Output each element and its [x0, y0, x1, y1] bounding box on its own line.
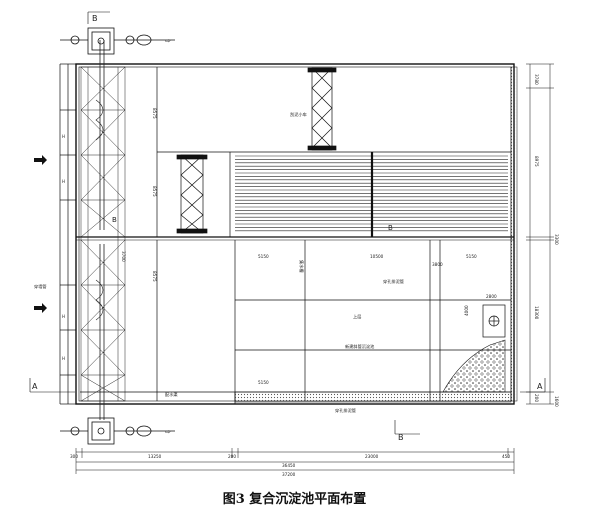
top-scraper — [307, 67, 337, 151]
dim-5150-left: 5150 — [258, 254, 269, 259]
dim-bot-300: 300 — [70, 454, 78, 459]
inlet-structure-bottom: ⇨ — [60, 417, 175, 445]
dim-2800: 2800 — [486, 294, 497, 299]
dim-4000: 4000 — [464, 305, 469, 316]
sludge-mound — [442, 339, 506, 393]
bottom-dims — [75, 448, 515, 474]
dim-bot-200: 200 — [228, 454, 236, 459]
marker-b-bottom: B — [398, 433, 404, 442]
svg-text:H: H — [62, 134, 65, 139]
label-bottom: 穿孔排泥管 — [335, 407, 356, 414]
dim-right-18300: 18300 — [534, 306, 539, 320]
section-lines — [29, 11, 546, 435]
dim-right-1600: 1600 — [554, 396, 559, 407]
label-scraper-top: 刮泥小车 — [290, 111, 307, 118]
label-mix-tank: 新建斜管沉淀池 — [345, 343, 375, 350]
top-chamber — [156, 67, 511, 237]
label-left-pipe: 穿墙管 — [34, 283, 47, 290]
marker-b-mid-right: B — [388, 224, 393, 232]
svg-text:⇨: ⇨ — [165, 428, 171, 436]
dim-bot-13250: 13250 — [148, 454, 162, 459]
figure-caption: 图3 复合沉淀池平面布置 — [222, 492, 367, 507]
svg-text:H: H — [62, 179, 65, 184]
svg-text:⇨: ⇨ — [165, 37, 171, 45]
dim-bot-450: 450 — [502, 454, 510, 459]
dim-bot-37200: 37200 — [282, 472, 296, 477]
svg-text:H: H — [62, 314, 65, 319]
label-water: 上层 — [353, 313, 361, 320]
dim-right-200: 200 — [534, 394, 539, 402]
dim-3700: 3700 — [121, 251, 126, 262]
dim-10500: 10500 — [370, 254, 384, 259]
dim-8575-a: 8575 — [152, 108, 157, 119]
dim-bot-36450: 36450 — [282, 463, 296, 468]
dim-8575-b: 8575 — [152, 186, 157, 197]
marker-a-left: A — [32, 382, 38, 391]
dim-right-8975: 8975 — [534, 156, 539, 167]
dim-right-3780: 3780 — [534, 74, 539, 85]
dim-5150-right: 5150 — [466, 254, 477, 259]
inlet-structure-top: ⇨ — [60, 27, 175, 55]
dim-3800: 3800 — [432, 262, 443, 267]
dim-5150-bot: 5150 — [258, 380, 269, 385]
right-wall-hatch — [510, 66, 518, 402]
label-bottom-channel: 配水渠 — [165, 391, 178, 398]
svg-text:H: H — [62, 356, 65, 361]
marker-b-top: B — [92, 14, 98, 23]
pump-module — [482, 304, 506, 338]
right-dims — [526, 63, 554, 405]
marker-b-mid-left: B — [112, 216, 117, 224]
dim-right-3300: 3300 — [554, 234, 559, 245]
marker-a-right: A — [537, 382, 543, 391]
dim-bot-23000: 23000 — [365, 454, 379, 459]
label-collect-trough: 集水槽 — [298, 260, 305, 273]
inflow-arrows — [34, 155, 47, 313]
bottom-chamber — [80, 240, 511, 404]
mid-scraper — [176, 154, 208, 234]
dim-8575-c: 8575 — [152, 271, 157, 282]
label-sludge-pipe: 穿孔排泥管 — [383, 278, 404, 285]
left-bays — [59, 63, 76, 405]
bottom-channel — [234, 391, 512, 403]
left-truss — [80, 40, 126, 420]
